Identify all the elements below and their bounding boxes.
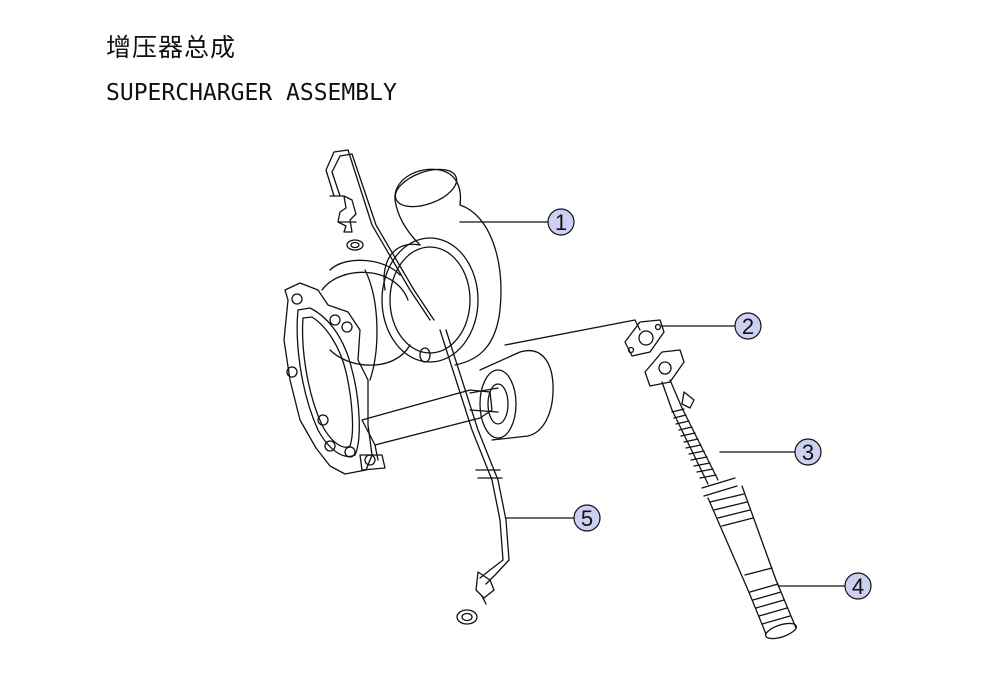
gasket <box>624 319 665 357</box>
callout-number: 4 <box>852 574 864 599</box>
callout-marker <box>547 208 575 236</box>
callout-number: 5 <box>581 506 593 531</box>
callout-number: 1 <box>555 210 567 235</box>
page-title-chinese: 增压器总成 <box>106 33 237 62</box>
callout-number: 3 <box>802 440 814 465</box>
oil-return-pipe <box>439 329 510 625</box>
callout-3: 3 <box>794 438 822 466</box>
callout-marker <box>794 438 822 466</box>
callout-marker <box>734 312 762 340</box>
callout-number: 2 <box>742 314 754 339</box>
flexible-drain-pipe <box>644 349 738 497</box>
page-title-english: SUPERCHARGER ASSEMBLY <box>106 80 397 106</box>
callout-4: 4 <box>844 572 872 600</box>
callout-marker <box>573 504 601 532</box>
hose <box>707 485 797 640</box>
callout-5: 5 <box>573 504 601 532</box>
turbocharger-body <box>283 149 641 475</box>
callout-marker <box>844 572 872 600</box>
callout-1: 1 <box>547 208 575 236</box>
callout-2: 2 <box>734 312 762 340</box>
